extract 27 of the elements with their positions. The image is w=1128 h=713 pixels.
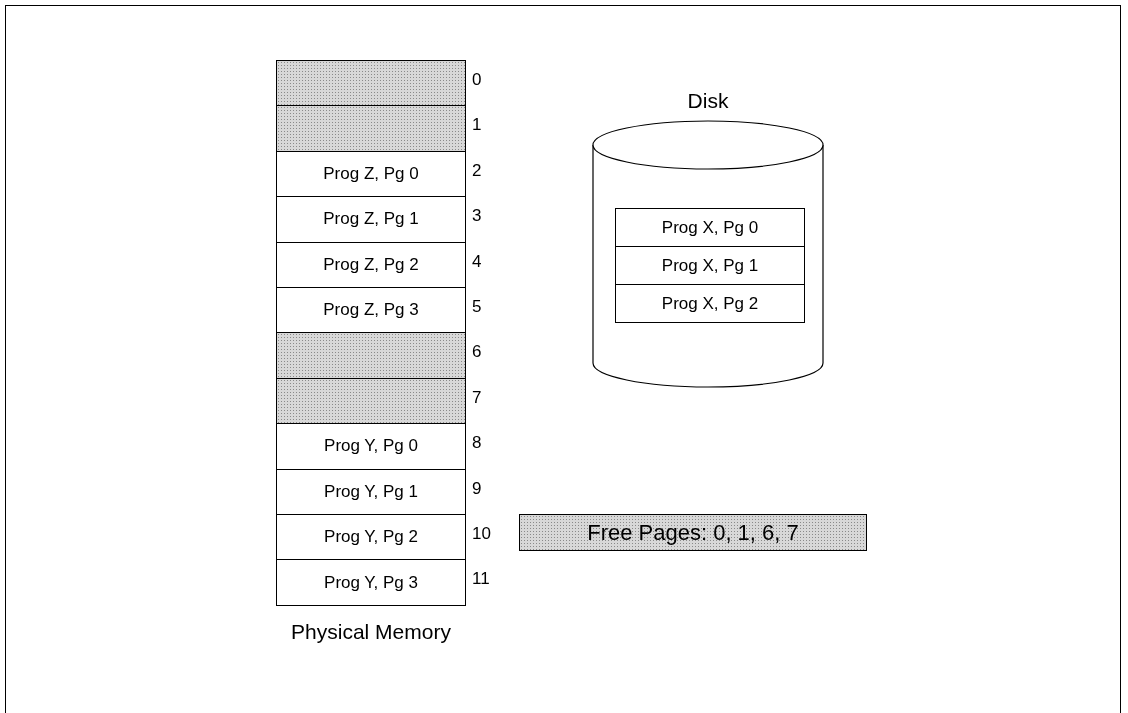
frame-number: 7 xyxy=(472,387,482,408)
frame-number: 1 xyxy=(472,115,482,136)
page-frame: Prog Y, Pg 1 xyxy=(276,468,466,515)
frame-number: 4 xyxy=(472,251,482,272)
page-frame: Prog Z, Pg 3 xyxy=(276,287,466,334)
page-frame: Prog Z, Pg 1 xyxy=(276,196,466,243)
frame-number: 2 xyxy=(472,160,482,181)
free-frame xyxy=(276,332,466,379)
frame-number: 5 xyxy=(472,297,482,317)
free-frame xyxy=(276,60,466,107)
frame-number: 9 xyxy=(472,478,482,499)
page-frame: Prog Z, Pg 2 xyxy=(276,241,466,288)
free-frame xyxy=(276,377,466,425)
page-frame: Prog Y, Pg 2 xyxy=(276,514,466,561)
frame-number: 11 xyxy=(472,569,490,590)
column-heading: Physical Memory xyxy=(290,618,452,645)
frame-number: 6 xyxy=(472,342,482,363)
free-frame xyxy=(276,105,466,152)
frame-number: 10 xyxy=(472,524,491,544)
status-box: Free Pages: 0, 1, 6, 7 xyxy=(519,514,867,551)
page-frame: Prog Y, Pg 0 xyxy=(276,423,466,470)
page-frame: Prog Z, Pg 0 xyxy=(276,150,466,198)
disk-heading: Disk xyxy=(686,88,730,114)
frame-number: 8 xyxy=(472,433,482,454)
page-frame: Prog Y, Pg 3 xyxy=(276,559,466,606)
frame-number: 3 xyxy=(472,206,482,227)
frame-number: 0 xyxy=(472,70,482,90)
